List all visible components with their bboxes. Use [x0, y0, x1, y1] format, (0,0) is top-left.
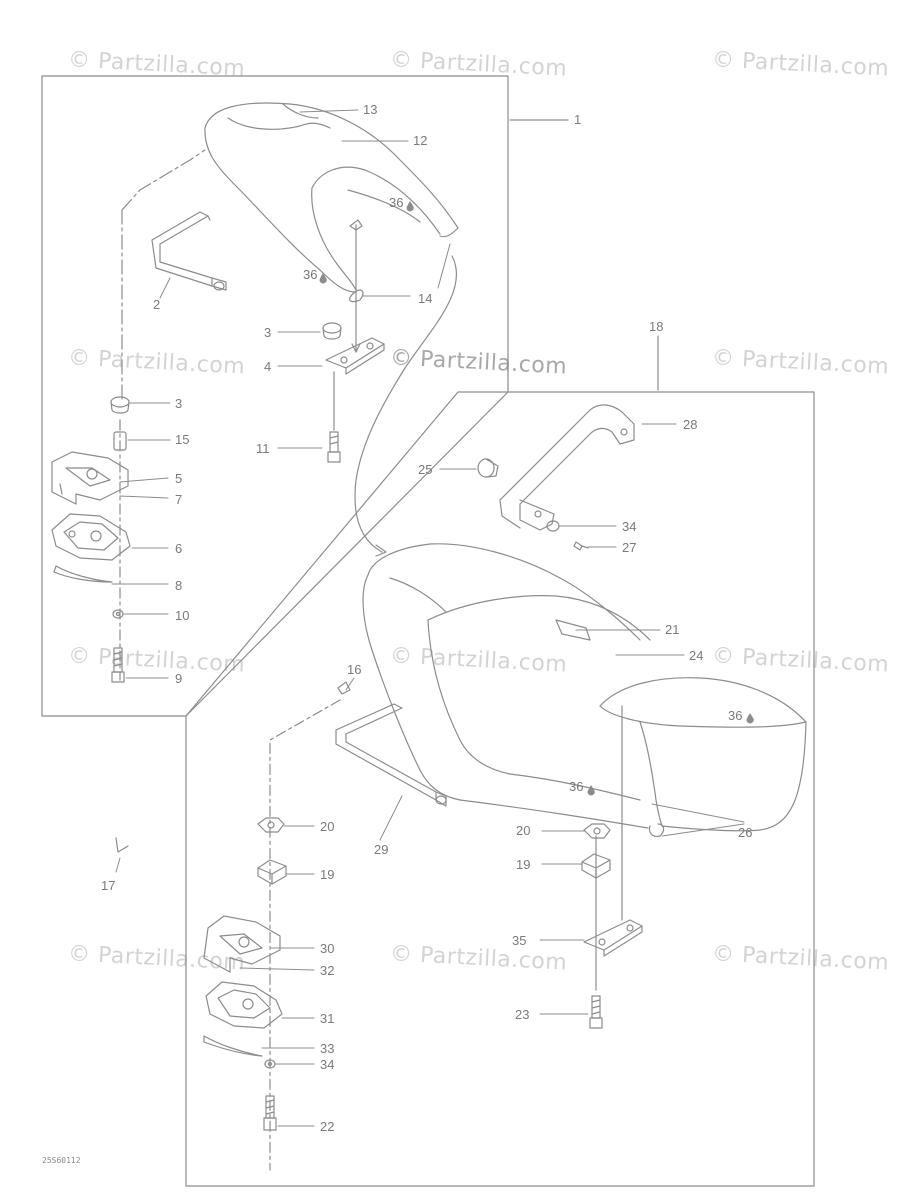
callout-15: 15	[175, 432, 190, 447]
callout-4: 4	[264, 359, 272, 374]
callout-25: 25	[418, 462, 433, 477]
callout-18: 18	[649, 319, 664, 334]
seat-hook-29	[335, 703, 447, 807]
callout-36: 36	[389, 195, 404, 210]
bracket-4	[325, 337, 385, 375]
grease-symbol	[319, 201, 754, 796]
seat-hook-2	[151, 211, 227, 291]
callout-23: 23	[515, 1007, 530, 1022]
callout-28: 28	[683, 417, 698, 432]
callout-8: 8	[175, 578, 183, 593]
callout-24: 24	[689, 648, 704, 663]
callout-36: 36	[569, 779, 584, 794]
callout-36: 36	[303, 267, 318, 282]
seat-assembly-18-frame	[185, 391, 815, 1187]
callout-2: 2	[153, 297, 161, 312]
grab-handle-28	[499, 404, 635, 531]
seat-lock-31	[205, 981, 283, 1029]
callout-9: 9	[175, 671, 183, 686]
diagram-code: 25S60112	[42, 1156, 81, 1165]
callout-22: 22	[320, 1119, 335, 1134]
rider-seat	[362, 543, 807, 837]
callout-19: 19	[516, 857, 531, 872]
callout-20: 20	[320, 819, 335, 834]
callout-10: 10	[175, 608, 190, 623]
callout-20: 20	[516, 823, 531, 838]
callout-19: 19	[320, 867, 335, 882]
callout-26: 26	[738, 825, 753, 840]
callout-16: 16	[347, 662, 362, 677]
callout-21: 21	[665, 622, 680, 637]
callout-5: 5	[175, 471, 183, 486]
lock-bracket-5	[51, 451, 129, 505]
callout-17: 17	[101, 878, 116, 893]
callout-6: 6	[175, 541, 183, 556]
callout-31: 31	[320, 1011, 335, 1026]
callout-3: 3	[264, 325, 272, 340]
lock-bracket-30	[203, 915, 281, 973]
callout-13: 13	[363, 102, 378, 117]
callout-36: 36	[728, 708, 743, 723]
callout-11: 11	[256, 441, 270, 456]
passenger-seat-cover	[204, 102, 459, 303]
callout-1: 1	[574, 112, 582, 127]
callout-7: 7	[175, 492, 183, 507]
callout-27: 27	[622, 540, 637, 555]
callout-34: 34	[320, 1057, 335, 1072]
seat-assembly-1-frame	[41, 75, 509, 717]
bracket-35	[583, 919, 643, 957]
callout-30: 30	[320, 941, 335, 956]
callout-12: 12	[413, 133, 428, 148]
callout-32: 32	[320, 963, 335, 978]
seat-lock-6	[51, 513, 131, 561]
callout-3: 3	[175, 396, 183, 411]
callout-35: 35	[512, 933, 527, 948]
callout-14: 14	[418, 291, 433, 306]
callout-34: 34	[622, 519, 637, 534]
callout-29: 29	[374, 842, 389, 857]
callout-33: 33	[320, 1041, 335, 1056]
